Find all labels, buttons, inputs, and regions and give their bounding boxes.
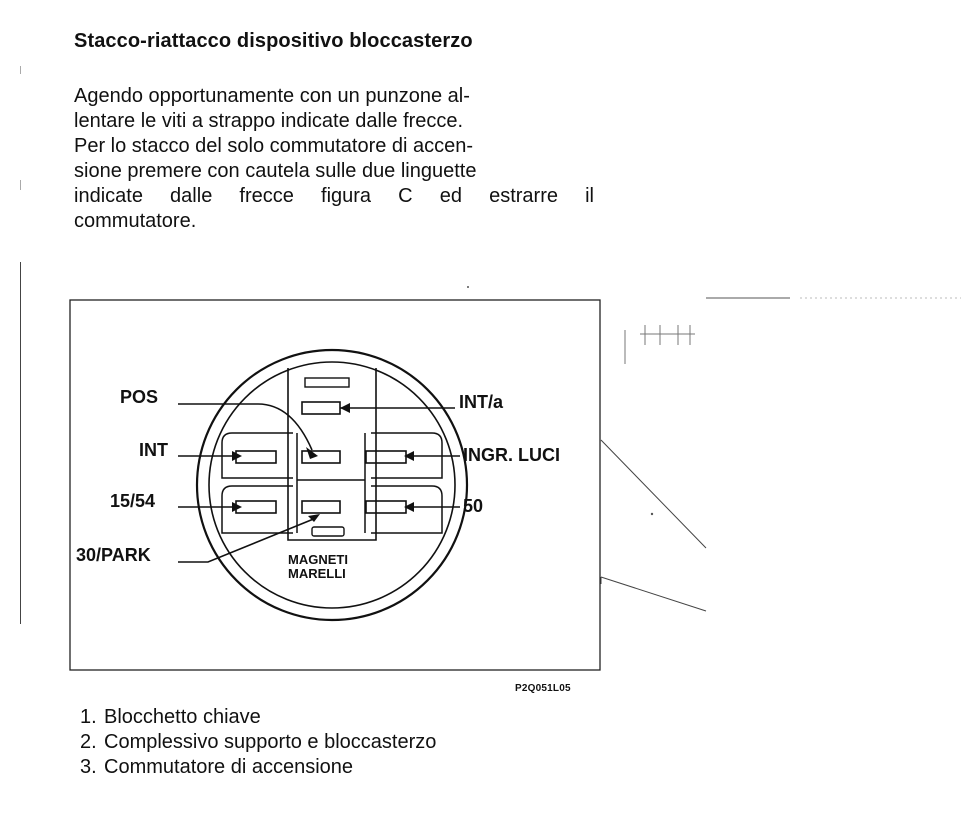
paragraph-line: indicate dalle frecce figura C ed estrar… [74,185,594,207]
right-upper-cavity [371,432,443,479]
center-slot [287,368,377,541]
label-50: 50 [463,496,483,516]
margin-rule [20,262,21,624]
brand-line-1: MAGNETI [288,552,348,567]
top-key-tab [304,377,350,388]
arrow-head [308,514,320,522]
list-item-number: 3. [80,756,97,778]
paragraph-line: sione premere con cautela sulle due ling… [74,160,477,182]
brand-line-2: MARELLI [288,566,346,581]
paragraph-line: commutatore. [74,210,197,232]
bottom-key-tab [311,526,345,537]
arrow-head [232,451,242,461]
arrow-heads [232,403,414,522]
legend-list: 1. Blocchetto chiave 2. Complessivo suppor… [80,705,436,780]
label-ingr-luci: INGR. LUCI [463,445,560,465]
arrow-head [404,451,414,461]
connector-outer-ring [195,348,469,622]
terminal-pos [301,450,341,464]
figure-code: P2Q051L05 [515,683,571,694]
list-item-text: Commutatore di accensione [104,756,354,778]
paragraph-line: lentare le viti a strappo indicate dalle… [74,110,464,132]
label-int-a: INT/a [459,392,504,412]
connector-inner-ring [208,361,456,609]
terminal-50 [365,500,407,514]
label-int: INT [139,440,168,460]
list-item-number: 2. [80,731,97,753]
sketch-line [600,576,707,612]
list-item: 2. Complessivo supporto e bloccasterzo [80,730,436,755]
arrow-head [340,403,350,413]
list-item: 1. Blocchetto chiave [80,705,436,730]
leader-lines [178,403,460,563]
terminal-int [235,450,277,464]
arrow-head [232,502,242,512]
instruction-paragraph: Agendo opportunamente con un punzone al-… [74,84,594,234]
paragraph-line: Agendo opportunamente con un punzone al- [74,85,470,107]
left-upper-cavity [221,432,293,479]
list-item: 3. Commutatore di accensione [80,755,436,780]
paragraph-line: Per lo stacco del solo commutatore di ac… [74,135,474,157]
section-heading: Stacco-riattacco dispositivo bloccasterz… [74,30,473,52]
terminal-ingr-luci [365,450,407,464]
terminal-int-a [301,401,341,415]
label-30-park: 30/PARK [76,545,151,565]
left-lower-cavity [221,485,293,534]
list-item-text: Complessivo supporto e bloccasterzo [104,731,437,753]
label-pos: POS [120,387,158,407]
leader-pos [178,403,313,451]
scan-dot [467,286,469,288]
list-item-number: 1. [80,706,97,728]
scan-dot [650,512,654,516]
right-lower-cavity [371,485,443,534]
leader-30-park [178,517,317,563]
margin-tick [20,180,21,190]
figure-frame [69,299,601,671]
terminal-30-park [301,500,341,514]
arrow-head [306,447,318,459]
arrow-head [404,502,414,512]
sketch-line [600,439,707,549]
list-item-text: Blocchetto chiave [104,706,261,728]
scan-artifact [624,325,695,364]
label-15-54: 15/54 [110,491,155,511]
margin-tick [20,66,21,74]
